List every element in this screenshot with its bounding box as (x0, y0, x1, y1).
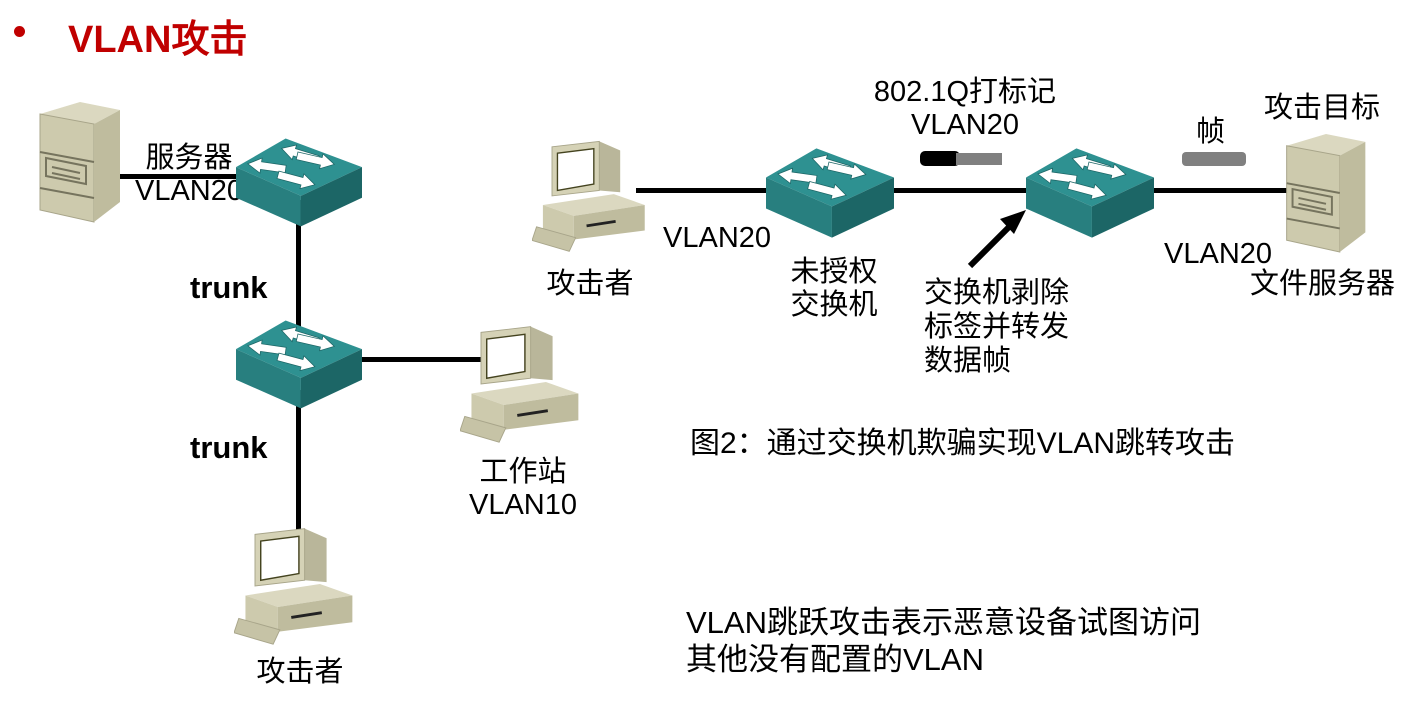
link-rogue-strip-switch (886, 188, 1038, 193)
attacker-label-left: 攻击者 (256, 656, 344, 688)
workstation-label-line2: VLAN10 (468, 489, 577, 521)
server-label-line2: VLAN20 (134, 175, 243, 207)
link-switch2-workstation (352, 357, 490, 362)
trunk-label-bottom: trunk (190, 430, 268, 465)
frame-label: 帧 (1196, 116, 1226, 148)
link-trunk-top (296, 200, 301, 330)
link-attacker-rogue-switch (636, 188, 786, 193)
strip-note-line3: 数据帧 (924, 345, 1012, 377)
file-server-label: 文件服务器 (1250, 268, 1396, 300)
network-switch-icon (1026, 144, 1154, 240)
desktop-computer-icon (234, 522, 360, 648)
frame-icon (1182, 152, 1246, 166)
server-label: 服务器 VLAN20 (128, 142, 250, 208)
trunk-label-top: trunk (190, 270, 268, 305)
link-server-switch1 (118, 174, 248, 179)
rogue-switch-label-line2: 交换机 (790, 289, 878, 321)
rogue-switch-label-line1: 未授权 (790, 256, 878, 288)
desktop-computer-icon (532, 134, 652, 256)
access-vlan-label: VLAN20 (663, 222, 772, 254)
tagging-label-line1: 802.1Q打标记 (873, 76, 1057, 108)
strip-note-line2: 标签并转发 (924, 311, 1070, 343)
tagging-label: 802.1Q打标记 VLAN20 (840, 76, 1090, 142)
tagged-frame-icon (920, 151, 1002, 166)
network-switch-icon (236, 134, 362, 229)
strip-note: 交换机剥除 标签并转发 数据帧 (924, 276, 1069, 378)
figure-caption: 图2：通过交换机欺骗实现VLAN跳转攻击 (690, 427, 1236, 460)
strip-note-line1: 交换机剥除 (924, 277, 1070, 309)
body-text: VLAN跳跃攻击表示恶意设备试图访问 其他没有配置的VLAN (686, 604, 1201, 678)
desktop-computer-icon (460, 320, 586, 446)
link-trunk-bottom (296, 390, 301, 538)
server-tower-icon (36, 100, 124, 224)
frame-tag-black (920, 151, 960, 166)
frame-body-gray (956, 152, 1002, 165)
target-label: 攻击目标 (1264, 92, 1381, 124)
rogue-switch-label: 未授权 交换机 (774, 256, 894, 322)
page-title: VLAN攻击 (68, 19, 248, 61)
body-text-line1: VLAN跳跃攻击表示恶意设备试图访问 (686, 605, 1201, 640)
workstation-label-line1: 工作站 (479, 456, 567, 488)
network-switch-icon (766, 144, 894, 240)
arrow-up-right-icon (967, 210, 1026, 269)
network-switch-icon (236, 316, 362, 411)
tagging-label-line2: VLAN20 (910, 109, 1019, 141)
bullet-icon (14, 26, 25, 37)
workstation-label: 工作站 VLAN10 (458, 456, 588, 522)
server-tower-icon (1282, 132, 1370, 254)
body-text-line2: 其他没有配置的VLAN (686, 642, 984, 677)
target-vlan-label: VLAN20 (1164, 238, 1273, 270)
attacker-label-right: 攻击者 (546, 268, 634, 300)
server-label-line1: 服务器 (145, 142, 233, 174)
link-strip-switch-server (1146, 188, 1294, 193)
